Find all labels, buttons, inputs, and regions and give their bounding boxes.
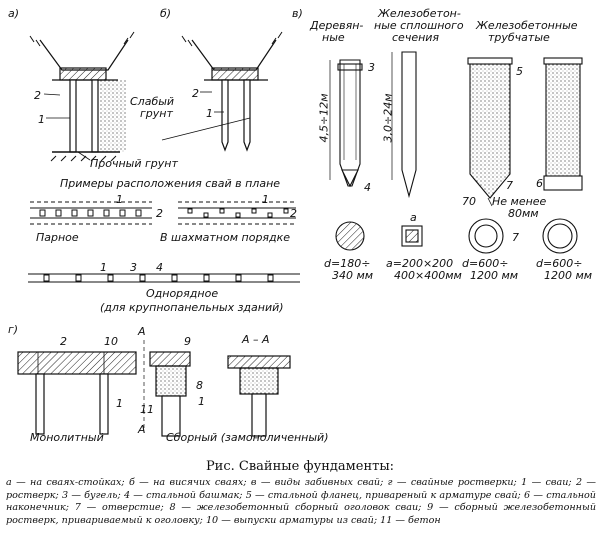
plan-heading: Примеры расположения свай в плане — [60, 177, 281, 190]
wooden-diameter-2: 340 мм — [332, 269, 374, 282]
grillage-callout-8: 8 — [196, 379, 203, 392]
pile-callout-5: 5 — [516, 65, 523, 78]
precast-label: Сборный (замоноличенный) — [166, 431, 329, 444]
plan-callout-1: 1 — [116, 193, 123, 206]
weak-soil-label: Слабый — [130, 95, 175, 108]
grillage-callout-1: 1 — [116, 397, 123, 410]
min-wall-2: 80мм — [508, 207, 539, 220]
figure-legend: а — на сваях-стойках; б — на висячих сва… — [6, 477, 596, 526]
section-a-mark: a — [410, 211, 417, 224]
panel-b-drawing — [161, 31, 283, 152]
solid-heading-1: Железобетон- — [378, 7, 461, 20]
section-mark-bottom: А — [138, 423, 146, 436]
tubular-diameter-2: d=600÷ — [536, 257, 583, 270]
section-title: А – А — [242, 333, 270, 346]
weak-soil-label-2: грунт — [140, 107, 173, 120]
callout-1-b: 1 — [206, 107, 213, 120]
section-mark-top: А — [138, 325, 146, 338]
panel-b-label: б) — [160, 7, 172, 20]
solid-heading-2: ные сплошного — [374, 19, 464, 32]
grillage-callout-1b: 1 — [198, 395, 205, 408]
tubular-diameter-1b: 1200 мм — [470, 269, 519, 282]
callout-1-a: 1 — [38, 113, 45, 126]
plan-callout-row-3: 3 — [130, 261, 137, 274]
plan-single-row-label: Однорядное — [146, 287, 219, 300]
tubular-diameter-2b: 1200 мм — [544, 269, 593, 282]
solid-length: 3,0÷24м — [381, 93, 395, 143]
plan-callout-row-4: 4 — [156, 261, 163, 274]
grillage-callout-2: 2 — [60, 335, 67, 348]
pile-callout-4: 4 — [364, 181, 371, 194]
panel-a-drawing — [29, 31, 135, 162]
panel-g-label: г) — [8, 323, 19, 336]
pile-callout-7: 7 — [506, 179, 513, 192]
wooden-diameter-1: d=180÷ — [324, 257, 371, 270]
grillage-callout-10: 10 — [104, 335, 118, 348]
plan-callout-row-1: 1 — [100, 261, 107, 274]
wooden-heading-2: ные — [322, 31, 345, 44]
min-wall-1: Не менее — [492, 195, 547, 208]
solid-size-2: 400×400мм — [394, 269, 462, 282]
callout-2-a: 2 — [34, 89, 41, 102]
pile-callout-3: 3 — [368, 61, 375, 74]
callout-2-b: 2 — [192, 87, 199, 100]
grillage-callout-11: 11 — [140, 403, 154, 416]
tip-dimension: 70 — [462, 195, 476, 208]
plan-staggered-label: В шахматном порядке — [160, 231, 291, 244]
section-callout-7: 7 — [512, 231, 519, 244]
wooden-length: 4,5÷12м — [317, 93, 331, 143]
tubular-heading-2: трубчатые — [488, 31, 550, 44]
plan-layouts — [28, 201, 300, 283]
solid-size-1: a=200×200 — [386, 257, 454, 270]
pile-callout-6: 6 — [536, 177, 543, 190]
firm-soil-label: Прочный грунт — [90, 157, 178, 170]
tubular-diameter-1: d=600÷ — [462, 257, 509, 270]
plan-paired-label: Парное — [36, 231, 79, 244]
panel-a-label: а) — [8, 7, 20, 20]
plan-callout-2: 2 — [156, 207, 163, 220]
panel-v-label: в) — [292, 7, 303, 20]
panel-g-drawing — [17, 340, 291, 437]
plan-callout-1b: 1 — [262, 193, 269, 206]
monolithic-label: Монолитный — [30, 431, 104, 444]
panel-v-drawing — [329, 51, 583, 254]
wooden-heading-1: Деревян- — [310, 19, 364, 32]
plan-callout-2b: 2 — [290, 207, 297, 220]
plan-single-row-note: (для крупнопанельных зданий) — [100, 301, 284, 314]
figure-caption-title: Рис. Свайные фундаменты: — [205, 459, 395, 474]
solid-heading-3: сечения — [392, 31, 440, 44]
tubular-heading-1: Железобетонные — [476, 19, 578, 32]
grillage-callout-9: 9 — [184, 335, 191, 348]
